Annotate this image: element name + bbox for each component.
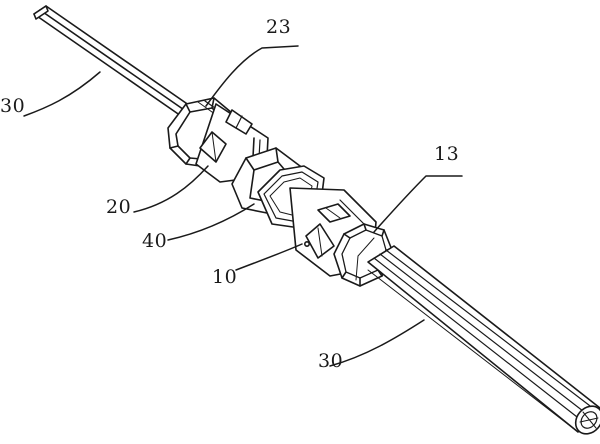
- leader-lines: [23, 45, 463, 367]
- leader-40: [167, 203, 255, 241]
- label-nut-lower: 13: [434, 143, 460, 165]
- upper-cable: [33, 5, 197, 119]
- leader-10: [235, 243, 303, 271]
- leader-13: [373, 175, 463, 233]
- leader-20: [133, 165, 209, 213]
- leader-30-lower: [329, 319, 425, 367]
- label-cable-lower: 30: [318, 350, 344, 372]
- label-body-lower: 10: [212, 266, 238, 288]
- leader-30-upper: [23, 71, 101, 117]
- label-cable-upper: 30: [0, 95, 26, 117]
- label-body-upper: 20: [106, 196, 132, 218]
- label-nut: 23: [266, 16, 292, 38]
- leader-23: [205, 45, 299, 107]
- lower-cable: [367, 245, 600, 435]
- label-seal-ring: 40: [142, 230, 168, 252]
